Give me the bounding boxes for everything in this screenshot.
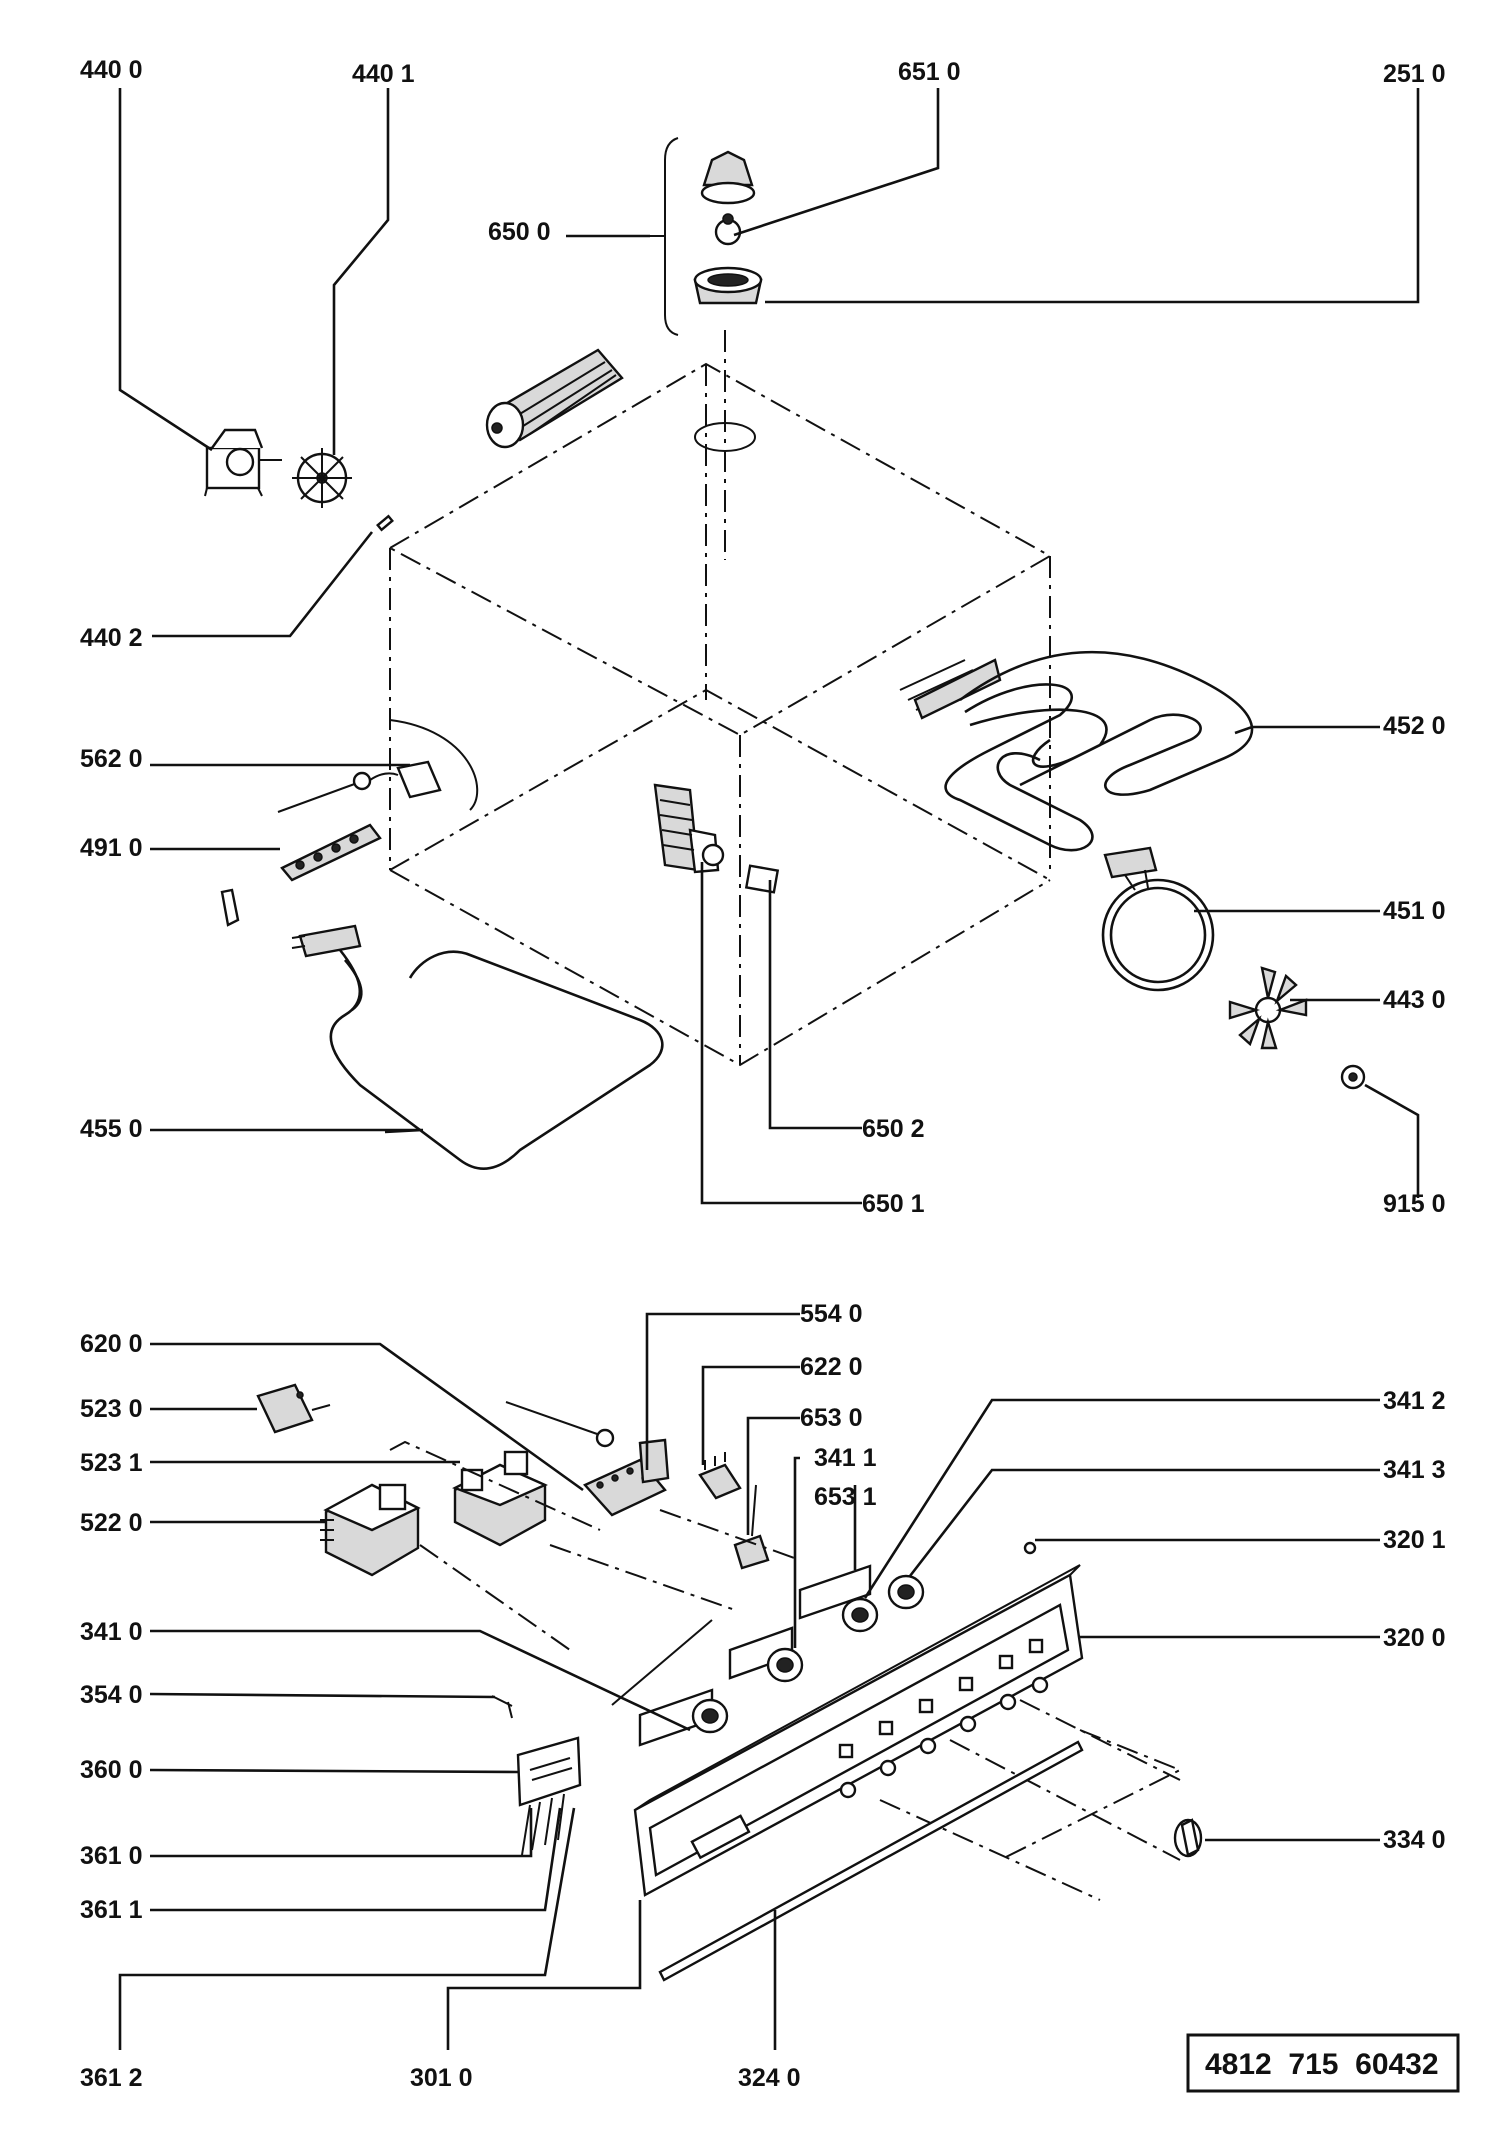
callout-341-0: 341 0 [80, 1618, 143, 1646]
reference-number: 4812 715 60432 [1205, 2048, 1439, 2081]
callout-915-0: 915 0 [1383, 1190, 1446, 1218]
callout-622-0: 622 0 [800, 1353, 863, 1381]
callout-491-0: 491 0 [80, 834, 143, 862]
callout-320-1: 320 1 [1383, 1526, 1446, 1554]
callout-360-0: 360 0 [80, 1756, 143, 1784]
callout-251-0: 251 0 [1383, 60, 1446, 88]
oven-fan-blade [1228, 966, 1308, 1050]
callout-452-0: 452 0 [1383, 712, 1446, 740]
lamp-holder-block [744, 864, 780, 894]
callout-440-1: 440 1 [352, 60, 415, 88]
oven-selector-switch [653, 783, 725, 874]
fascia-screw [1023, 1541, 1037, 1555]
callout-554-0: 554 0 [800, 1300, 863, 1328]
callout-440-2: 440 2 [80, 624, 143, 652]
cooling-fan-wheel [292, 448, 352, 508]
callout-341-1: 341 1 [814, 1444, 877, 1472]
callout-341-2: 341 2 [1383, 1387, 1446, 1415]
terminal-block [280, 823, 382, 882]
callout-562-0: 562 0 [80, 745, 143, 773]
fan-motor [204, 428, 282, 497]
fascia-buttons [838, 1638, 1049, 1799]
switch-brackets [611, 1564, 872, 1747]
fascia-trim-strip [658, 1740, 1084, 1982]
callout-653-1: 653 1 [814, 1483, 877, 1511]
oven-lamp-assembly [650, 137, 763, 336]
callout-522-0: 522 0 [80, 1509, 143, 1537]
timer-module [516, 1736, 582, 1856]
relay-622 [698, 1452, 742, 1500]
display-window [690, 1814, 751, 1860]
callout-620-0: 620 0 [80, 1330, 143, 1358]
callout-650-1: 650 1 [862, 1190, 925, 1218]
tangential-fan [485, 348, 624, 449]
energy-regulator-523-1 [452, 1450, 548, 1547]
fan-pin [376, 514, 394, 532]
oven-thermostat [277, 760, 442, 813]
lamp-wire-354 [491, 1695, 513, 1719]
oven-cavity-box [387, 362, 1053, 1067]
callout-650-0: 650 0 [488, 218, 551, 246]
callout-labels: 440 0 440 1 651 0 251 0 650 0 440 2 562 … [80, 56, 1446, 2092]
circular-heating-element [1101, 846, 1215, 992]
thermostat-554 [505, 1401, 670, 1484]
callout-523-0: 523 0 [80, 1395, 143, 1423]
control-panel-fascia [633, 1564, 1084, 1897]
callout-443-0: 443 0 [1383, 986, 1446, 1014]
control-knobs [691, 1574, 925, 1734]
signal-lamp-653 [733, 1484, 770, 1570]
callout-341-3: 341 3 [1383, 1456, 1446, 1484]
callout-451-0: 451 0 [1383, 897, 1446, 925]
grill-heating-element [899, 650, 1254, 852]
selector-switch-523 [256, 1383, 331, 1434]
assembly-guide-lines [389, 1440, 1183, 1901]
callout-324-0: 324 0 [738, 2064, 801, 2092]
callout-361-2: 361 2 [80, 2064, 143, 2092]
callout-361-0: 361 0 [80, 1842, 143, 1870]
callout-455-0: 455 0 [80, 1115, 143, 1143]
callout-523-1: 523 1 [80, 1449, 143, 1477]
callout-301-0: 301 0 [410, 2064, 473, 2092]
callout-653-0: 653 0 [800, 1404, 863, 1432]
control-knob-334 [1173, 1818, 1203, 1858]
callout-320-0: 320 0 [1383, 1624, 1446, 1652]
callout-354-0: 354 0 [80, 1681, 143, 1709]
callout-440-0: 440 0 [80, 56, 143, 84]
bottom-heating-element [220, 888, 664, 1170]
callout-361-1: 361 1 [80, 1896, 143, 1924]
reference-number-box: 4812 715 60432 [1186, 2033, 1460, 2093]
leader-lines [118, 88, 1420, 2050]
fan-nut [1340, 1064, 1366, 1090]
energy-regulator-522 [320, 1483, 421, 1577]
callout-651-0: 651 0 [898, 58, 961, 86]
callout-650-2: 650 2 [862, 1115, 925, 1143]
callout-334-0: 334 0 [1383, 1826, 1446, 1854]
